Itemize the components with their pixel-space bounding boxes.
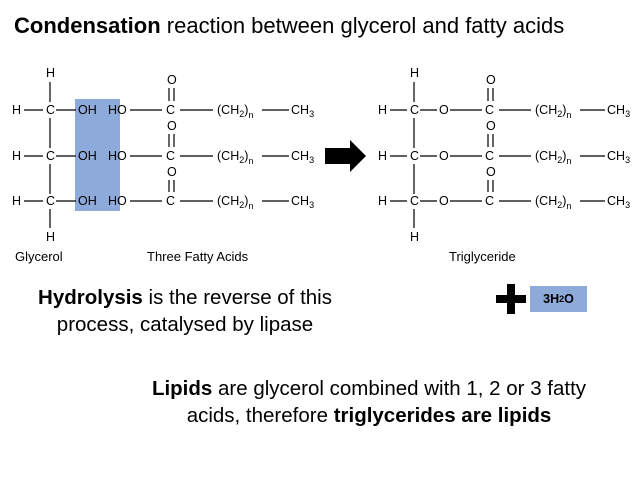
fatty-acid-ho: HO [108,149,127,163]
triglyceride-o-ester: O [439,149,449,163]
fatty-acid-c: C [166,103,175,117]
triglyceride-c: C [410,149,419,163]
lipids-bold2: triglycerides are lipids [333,404,552,427]
hydroxyl-highlight [75,99,120,211]
fatty-acid-chain: (CH2)n [217,149,253,166]
reaction-arrow-icon [325,140,366,172]
slide-title: Condensation reaction between glycerol a… [14,12,564,40]
triglyceride-chain: (CH2)n [535,149,571,166]
lipids-line2-pre: acids, therefore [186,404,334,427]
glycerol-c: C [46,194,55,208]
fatty-acid-o: O [167,119,177,133]
glycerol-h-top: H [46,66,55,80]
hydrolysis-line1: Hydrolysis is the reverse of this [24,284,346,311]
fatty-acid-chain: (CH2)n [217,194,253,211]
triglyceride-c2: C [485,103,494,117]
triglyceride-ch3: CH3 [607,103,630,119]
hydrolysis-line1-rest: is the reverse of this [142,286,332,309]
fatty-acid-ho: HO [108,194,127,208]
title-rest: reaction between glycerol and fatty acid… [160,13,565,38]
hydrolysis-line2: process, catalysed by lipase [56,313,314,336]
lipids-line1-rest: are glycerol combined with 1, 2 or 3 fat… [212,377,587,400]
hydrolysis-bold: Hydrolysis [38,286,143,309]
triglyceride-o-ester: O [439,194,449,208]
glycerol-h: H [12,103,21,117]
glycerol-c: C [46,149,55,163]
triglyceride-h: H [378,149,387,163]
triglyceride-o-dbl: O [486,73,496,87]
fatty-acid-c: C [166,149,175,163]
fatty-acids-caption: Three Fatty Acids [147,249,249,264]
triglyceride-h-top: H [410,66,419,80]
water-suffix: O [564,292,574,306]
triglyceride-o-dbl: O [486,165,496,179]
fatty-acid-o: O [167,165,177,179]
lipids-line1: Lipids are glycerol combined with 1, 2 o… [135,375,603,402]
triglyceride-c2: C [485,194,494,208]
fatty-acid-ch3: CH3 [291,103,314,119]
fatty-acid-o-top: O [167,73,177,87]
triglyceride-chain: (CH2)n [535,194,571,211]
glycerol-h: H [12,194,21,208]
glycerol-oh: OH [78,194,97,208]
triglyceride-h-bottom: H [410,230,419,244]
triglyceride-chain: (CH2)n [535,103,571,120]
water-sub: 2 [559,294,565,304]
fatty-acid-ch3: CH3 [291,149,314,165]
title-bold: Condensation [14,13,161,38]
plus-icon [496,284,526,314]
triglyceride-caption: Triglyceride [449,249,516,264]
glycerol-caption: Glycerol [15,249,63,264]
triglyceride-c2: C [485,149,494,163]
fatty-acid-ch3: CH3 [291,194,314,210]
lipids-line2: acids, therefore triglycerides are lipid… [135,402,603,429]
triglyceride-ch3: CH3 [607,149,630,165]
fatty-acid-chain: (CH2)n [217,103,253,120]
triglyceride-o-ester: O [439,103,449,117]
lipids-bold1: Lipids [151,377,213,400]
triglyceride-c: C [410,103,419,117]
glycerol-oh: OH [78,103,97,117]
triglyceride-ch3: CH3 [607,194,630,210]
fatty-acid-ho: HO [108,103,127,117]
triglyceride-c: C [410,194,419,208]
fatty-acid-c: C [166,194,175,208]
lipids-text: Lipids are glycerol combined with 1, 2 o… [135,375,603,429]
glycerol-h: H [12,149,21,163]
glycerol-c: C [46,103,55,117]
glycerol-oh: OH [78,149,97,163]
glycerol-h-bottom: H [46,230,55,244]
water-prefix: 3H [543,292,560,306]
hydrolysis-text: Hydrolysis is the reverse of this proces… [24,284,346,338]
triglyceride-h: H [378,103,387,117]
triglyceride-o-dbl: O [486,119,496,133]
triglyceride-h: H [378,194,387,208]
